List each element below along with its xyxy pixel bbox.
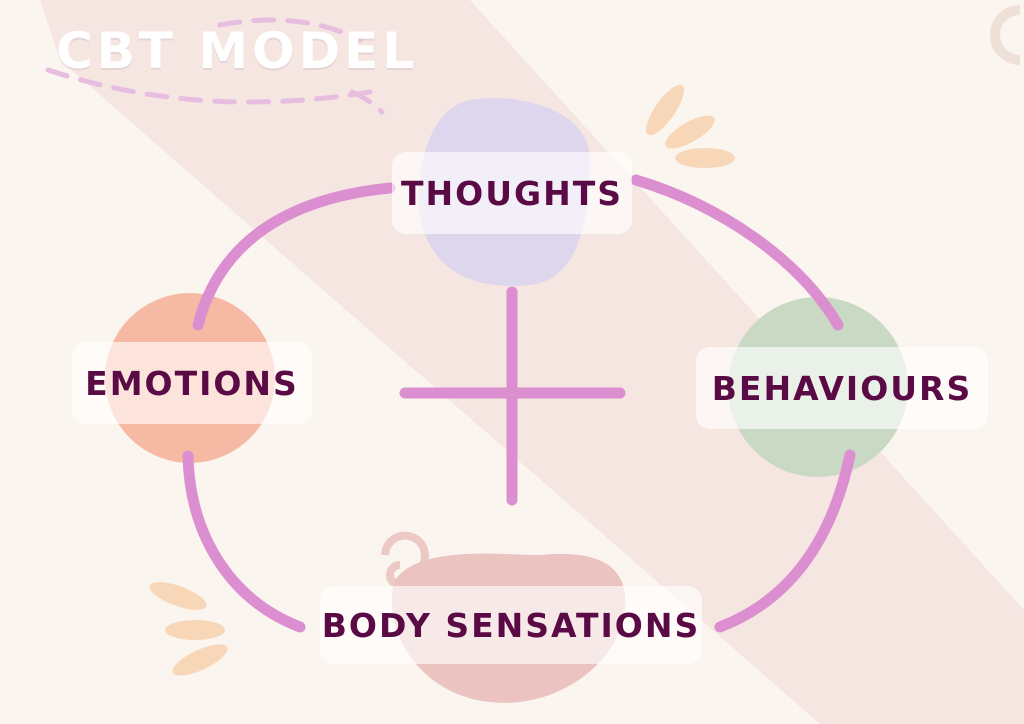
corner-swirl: [990, 5, 1021, 65]
node-emotions: EMOTIONS: [72, 342, 312, 424]
node-behaviours: BEHAVIOURS: [696, 347, 988, 429]
diagram-title: CBT MODEL: [56, 22, 419, 80]
accent-strokes-top-right: [645, 84, 735, 168]
accent-strokes-bottom-left: [149, 582, 228, 676]
node-body-sensations: BODY SENSATIONS: [320, 586, 702, 664]
node-thoughts: THOUGHTS: [392, 152, 632, 234]
arrow-behaviours-body: [714, 449, 856, 633]
arrow-emotions-body: [182, 450, 306, 633]
arrow-thoughts-emotions: [192, 182, 396, 331]
arrow-thoughts-behaviours: [630, 174, 844, 331]
title-dashes: [45, 17, 385, 115]
